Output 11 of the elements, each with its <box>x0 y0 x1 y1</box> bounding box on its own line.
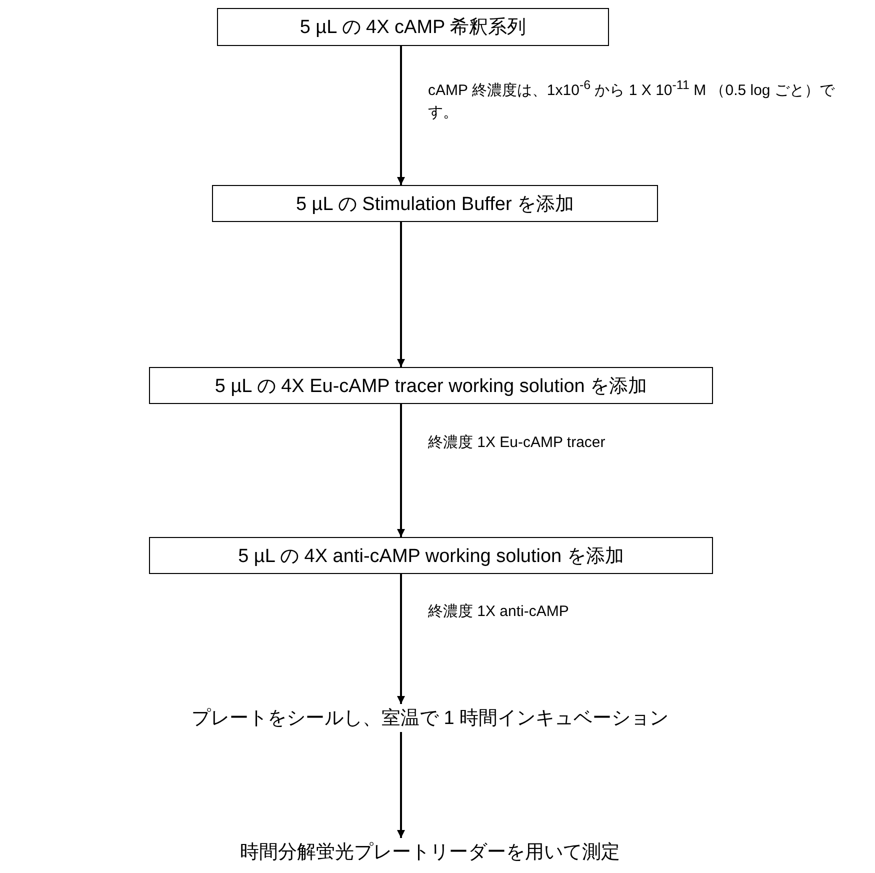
step-box: 5 µL の Stimulation Buffer を添加 <box>212 185 658 222</box>
arrow <box>397 732 405 838</box>
step-box: 5 µL の 4X Eu-cAMP tracer working solution を添加 <box>149 367 713 404</box>
step-text: プレートをシールし、室温で 1 時間インキュベーション <box>110 704 750 732</box>
arrow <box>397 46 405 185</box>
arrow <box>397 404 405 537</box>
arrow <box>397 574 405 704</box>
arrow <box>397 222 405 367</box>
step-box: 5 µL の 4X anti-cAMP working solution を添加 <box>149 537 713 574</box>
step-text: 時間分解蛍光プレートリーダーを用いて測定 <box>110 838 750 866</box>
step-box: 5 µL の 4X cAMP 希釈系列 <box>217 8 609 46</box>
